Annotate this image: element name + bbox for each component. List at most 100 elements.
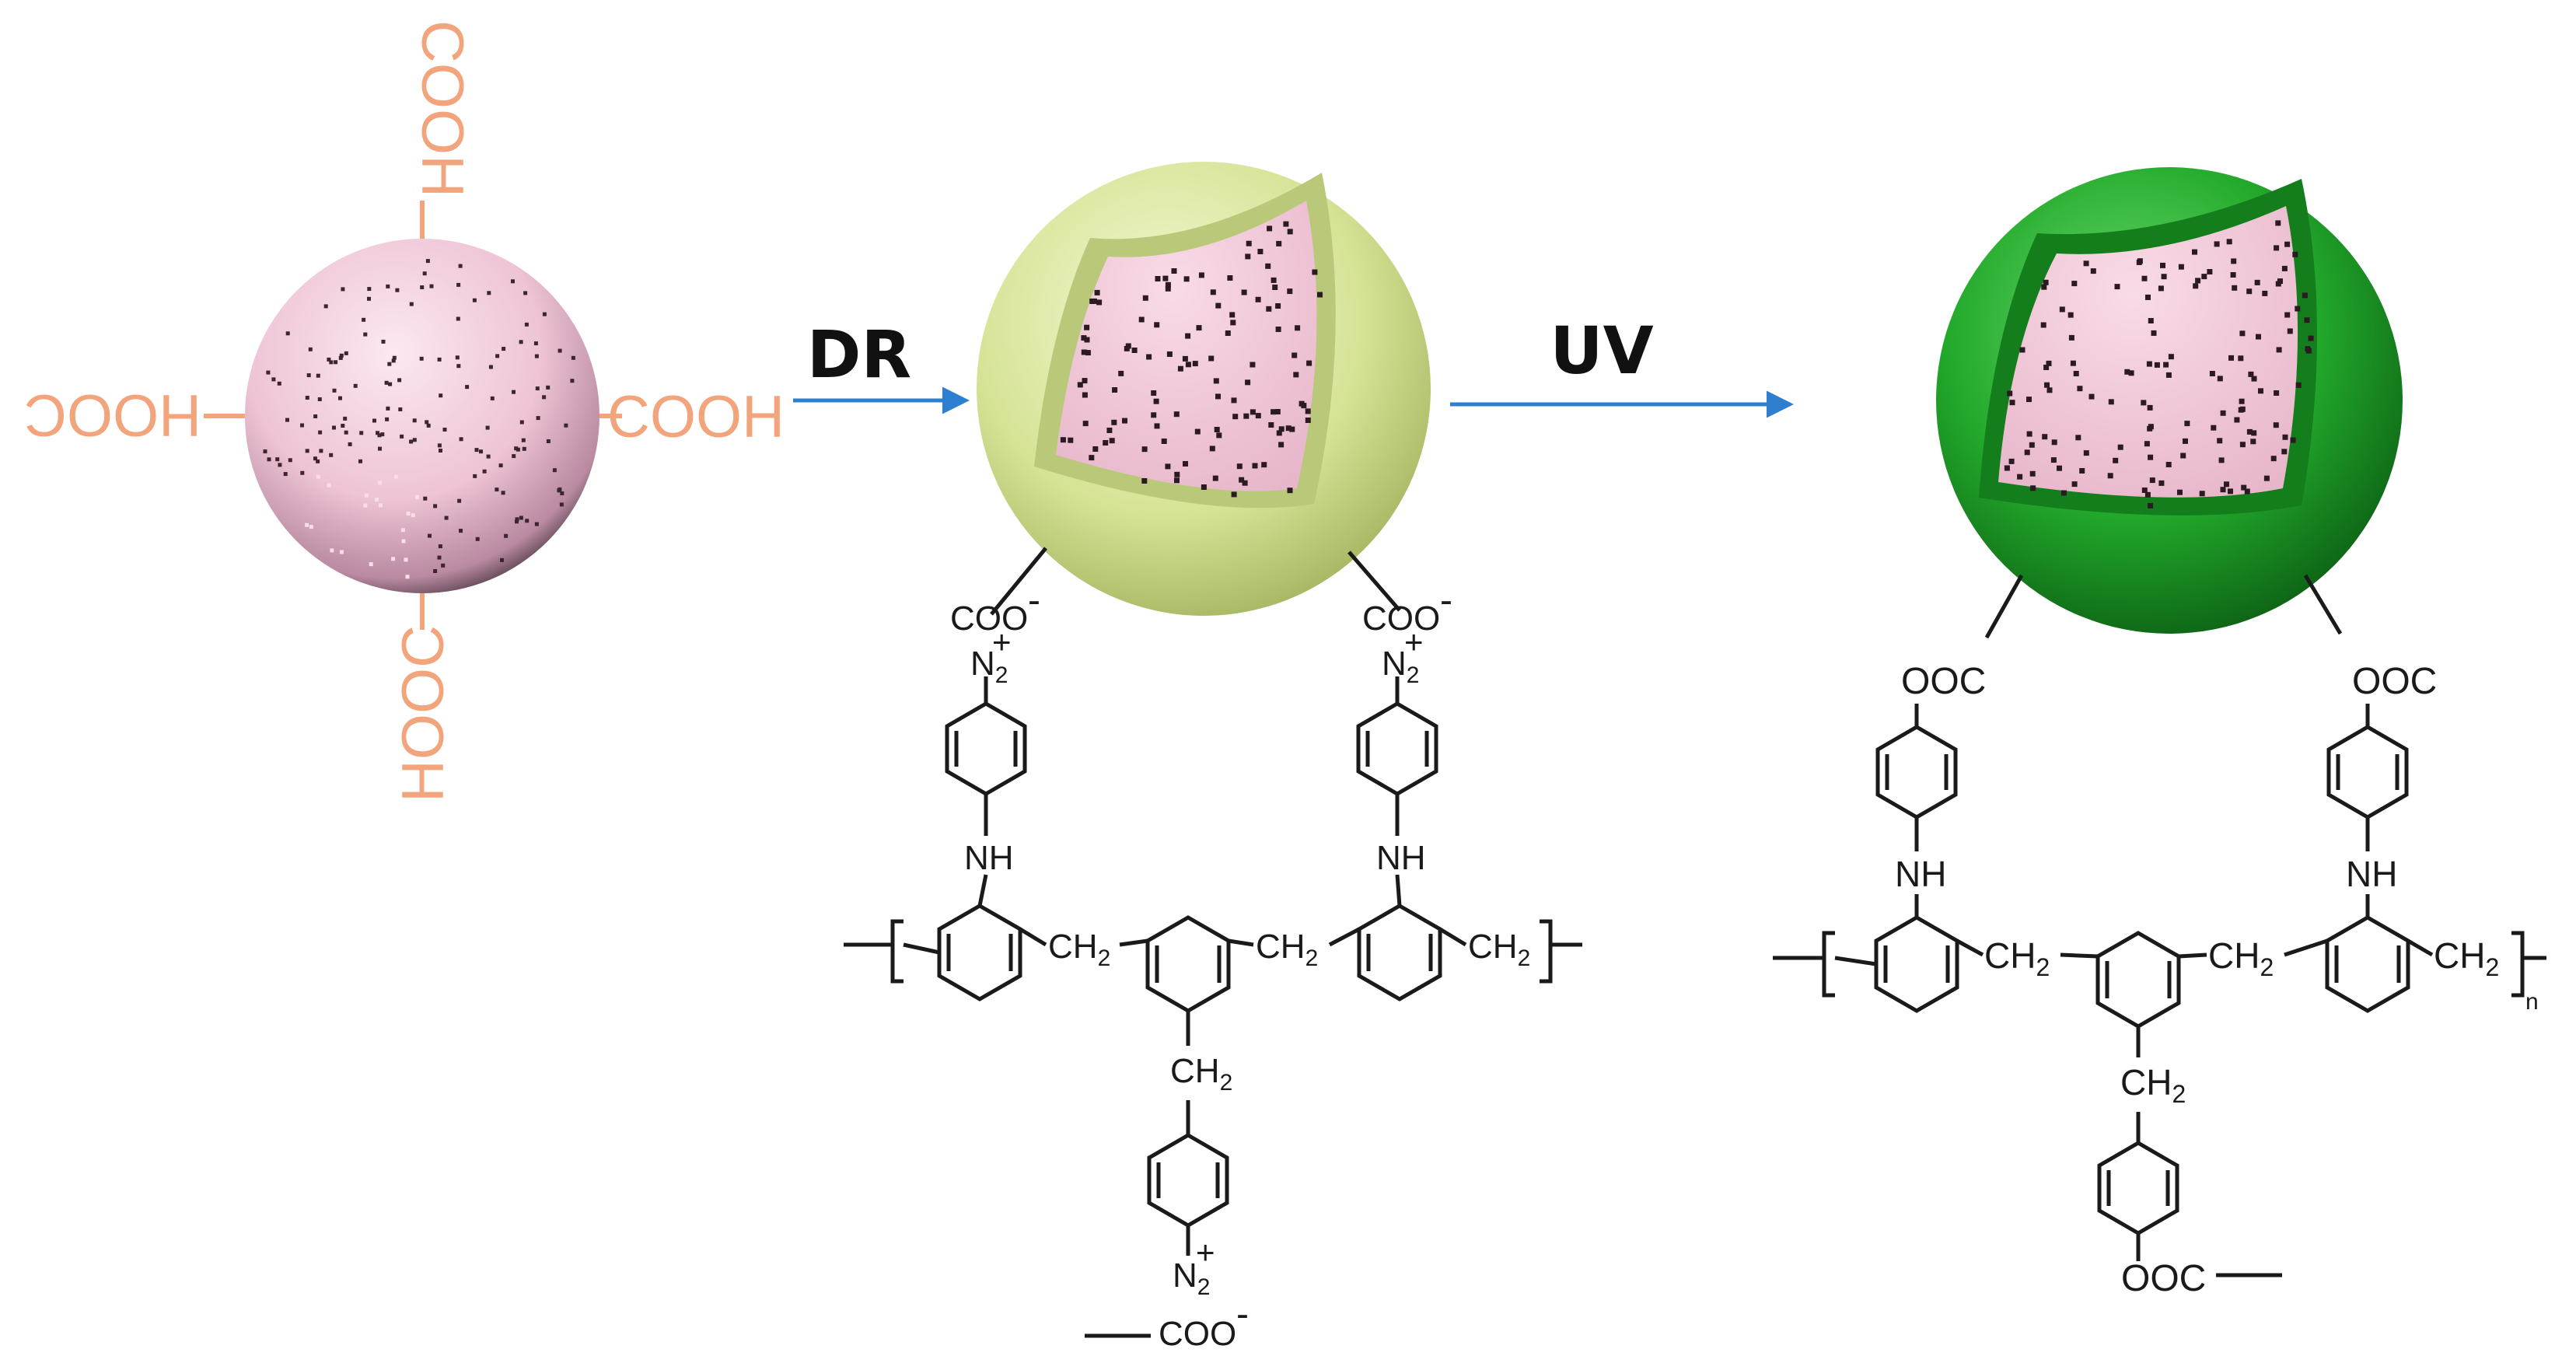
speckle-dot — [2241, 484, 2247, 491]
speckle-dot — [425, 420, 429, 425]
speckle-dot — [338, 396, 342, 400]
ring-backbone-center — [1145, 915, 1231, 1013]
speckle-dot — [2163, 362, 2169, 368]
speckle-dot — [2238, 355, 2244, 362]
speckle-dot — [504, 533, 509, 538]
speckle-dot — [533, 341, 538, 346]
speckle-dot — [444, 515, 449, 520]
ring-backbone-left — [1874, 915, 1959, 1013]
ester-polymer-structure — [1773, 574, 2546, 1277]
speckle-dot — [2117, 444, 2123, 450]
speckle-dot — [459, 529, 463, 533]
speckle-dot — [2251, 376, 2257, 382]
speckle-dot — [1165, 463, 1171, 470]
speckle-dot — [2071, 281, 2078, 287]
speckle-dot — [559, 502, 564, 507]
speckle-dot — [1138, 316, 1145, 323]
speckle-dot — [1084, 324, 1090, 330]
speckle-dot — [2108, 399, 2114, 405]
speckle-dot — [1209, 446, 1215, 452]
speckle-dot — [363, 332, 368, 337]
link-right — [2303, 574, 2343, 635]
coo-left: COO — [950, 599, 1028, 638]
speckle-dot — [375, 498, 379, 502]
speckle-dot — [1272, 285, 1278, 290]
speckle-dot — [316, 373, 320, 378]
speckle-dot — [2124, 369, 2130, 375]
speckle-dot — [1103, 440, 1109, 446]
speckle-dot — [457, 498, 462, 503]
speckle-dot — [2281, 449, 2288, 455]
speckle-dot — [2246, 428, 2253, 435]
speckle-dot — [479, 449, 483, 454]
speckle-dot — [2147, 404, 2153, 411]
speckle-dot — [305, 396, 309, 400]
speckle-dot — [1275, 303, 1281, 309]
speckle-dot — [2149, 477, 2155, 484]
speckle-dot — [2246, 288, 2253, 295]
bracket-left — [890, 919, 904, 984]
speckle-dot — [363, 503, 368, 508]
speckle-dot — [423, 496, 428, 501]
speckle-dot — [500, 557, 504, 562]
speckle-dot — [334, 360, 338, 365]
ring-backbone-right — [2325, 915, 2410, 1013]
speckle-dot — [278, 463, 282, 467]
speckle-dot — [2244, 488, 2250, 495]
speckle-dot — [2192, 249, 2197, 255]
speckle-dot — [2050, 457, 2057, 463]
speckle-dot — [391, 358, 396, 363]
speckle-dot — [1183, 461, 1188, 467]
speckle-dot — [571, 355, 575, 360]
speckle-dot — [557, 487, 562, 491]
speckle-dot — [1082, 392, 1088, 398]
speckle-dot — [2165, 462, 2172, 467]
speckle-dot — [316, 474, 320, 479]
speckle-dot — [2228, 488, 2233, 495]
ooc-left: OOC — [1901, 661, 1986, 702]
speckle-dot — [2151, 330, 2157, 336]
ring-left-upper — [945, 701, 1027, 796]
speckle-dot — [1245, 379, 1251, 386]
speckle-dot — [2040, 322, 2046, 328]
speckle-dot — [2305, 348, 2312, 354]
speckle-dot — [263, 449, 267, 454]
speckle-dot — [1305, 418, 1311, 423]
speckle-dot — [514, 446, 519, 451]
speckle-dot — [564, 423, 568, 428]
step-dr: DR — [793, 316, 970, 414]
speckle-dot — [2136, 259, 2142, 265]
n2-left: N2 — [970, 645, 1008, 688]
speckle-dot — [519, 340, 523, 344]
speckle-dot — [385, 417, 390, 421]
speckle-dot — [546, 385, 551, 390]
speckle-dot — [487, 291, 491, 295]
link-right — [1347, 550, 1401, 612]
cooh-right: COOH — [607, 384, 785, 450]
speckle-dot — [338, 355, 343, 360]
speckle-dot — [391, 557, 396, 561]
speckle-dot — [2193, 283, 2199, 289]
speckle-dot — [442, 428, 447, 432]
speckle-dot — [485, 425, 490, 430]
speckle-dot — [1210, 289, 1216, 295]
cooh-bonds — [204, 201, 622, 630]
speckle-dot — [1215, 302, 1222, 309]
speckle-dot — [458, 264, 463, 268]
speckle-dot — [2161, 274, 2167, 280]
speckle-dot — [524, 322, 529, 327]
ooc-right: OOC — [2352, 661, 2437, 702]
speckle-dot — [316, 459, 320, 463]
speckle-dot — [332, 388, 337, 393]
speckle-dot — [285, 418, 289, 422]
speckle-dot — [2295, 306, 2301, 312]
speckle-dot — [283, 472, 288, 477]
speckle-dot — [519, 515, 523, 520]
speckle-dot — [309, 525, 313, 529]
speckle-dot — [2258, 388, 2263, 394]
speckle-dot — [1231, 397, 1237, 404]
speckle-dot — [2046, 387, 2053, 393]
speckle-dot — [285, 331, 290, 336]
speckle-dot — [2019, 347, 2025, 353]
